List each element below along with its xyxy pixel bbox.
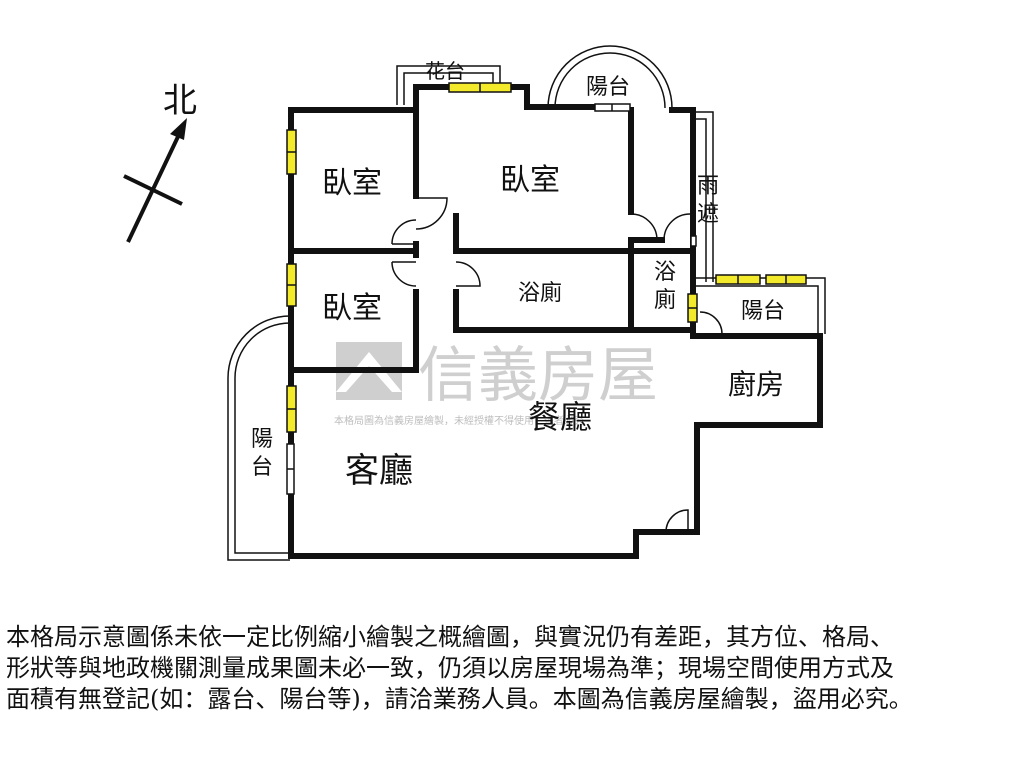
flower-bed — [396, 65, 501, 105]
room-label-rain-shelter-line1: 雨 — [697, 174, 719, 199]
room-label-balcony-right: 陽台 — [741, 299, 785, 324]
room-label-bedroom-3: 臥室 — [322, 291, 382, 326]
room-label-balcony-left-line1: 陽 — [251, 427, 273, 452]
north-label: 北 — [163, 81, 197, 121]
door-swings — [391, 197, 723, 533]
watermark-brand: 信義房屋 — [418, 341, 658, 411]
room-label-bathroom-1: 浴廁 — [518, 281, 562, 306]
room-label-living-room: 客廳 — [345, 451, 413, 491]
disclaimer-line-2: 形狀等與地政機關測量成果圖未必一致，仍須以房屋現場為準；現場空間使用方式及 — [6, 654, 894, 682]
north-arrow-shaft — [126, 123, 186, 243]
rain-shelter — [692, 111, 714, 282]
room-label-balcony-left-line2: 台 — [251, 455, 273, 480]
room-label-bathroom-2-line1: 浴 — [654, 260, 676, 285]
windows — [286, 82, 807, 433]
room-label-rain-shelter-line2: 遮 — [697, 202, 719, 227]
watermark-logo-roof — [336, 352, 402, 392]
balcony-top — [547, 45, 673, 109]
watermark: 信義房屋 本格局圖為信義房屋繪製，未經授權不得使用，違者必究 — [334, 341, 658, 427]
room-label-flower-bed: 花台 — [425, 59, 465, 83]
disclaimer-line-3: 面積有無登記(如：露台、陽台等)，請洽業務人員。本圖為信義房屋繪製，盜用必究。 — [6, 685, 913, 713]
compass: 北 — [123, 81, 197, 243]
room-label-bedroom-1: 臥室 — [322, 166, 382, 201]
disclaimer: 本格局示意圖係未依一定比例縮小繪製之概繪圖，與實況仍有差距，其方位、格局、 形狀… — [6, 622, 1018, 715]
disclaimer-line-1: 本格局示意圖係未依一定比例縮小繪製之概繪圖，與實況仍有差距，其方位、格局、 — [6, 623, 894, 651]
room-label-bathroom-2-line2: 廁 — [654, 288, 676, 313]
sliding-doors — [286, 103, 697, 495]
room-label-balcony-top: 陽台 — [586, 75, 630, 100]
room-label-kitchen: 廚房 — [728, 368, 784, 401]
watermark-small-text: 本格局圖為信義房屋繪製，未經授權不得使用，違者必究 — [334, 414, 584, 427]
floor-plan: 北 信義房屋 本格局圖為信義房屋繪製，未經授權不得使用，違者必究 — [123, 45, 826, 561]
north-arrow-head — [170, 118, 187, 140]
balcony-left — [227, 315, 291, 561]
room-label-bedroom-2: 臥室 — [500, 163, 560, 198]
compass-crossbar — [123, 174, 183, 206]
room-label-dining-room: 餐廳 — [528, 398, 592, 436]
